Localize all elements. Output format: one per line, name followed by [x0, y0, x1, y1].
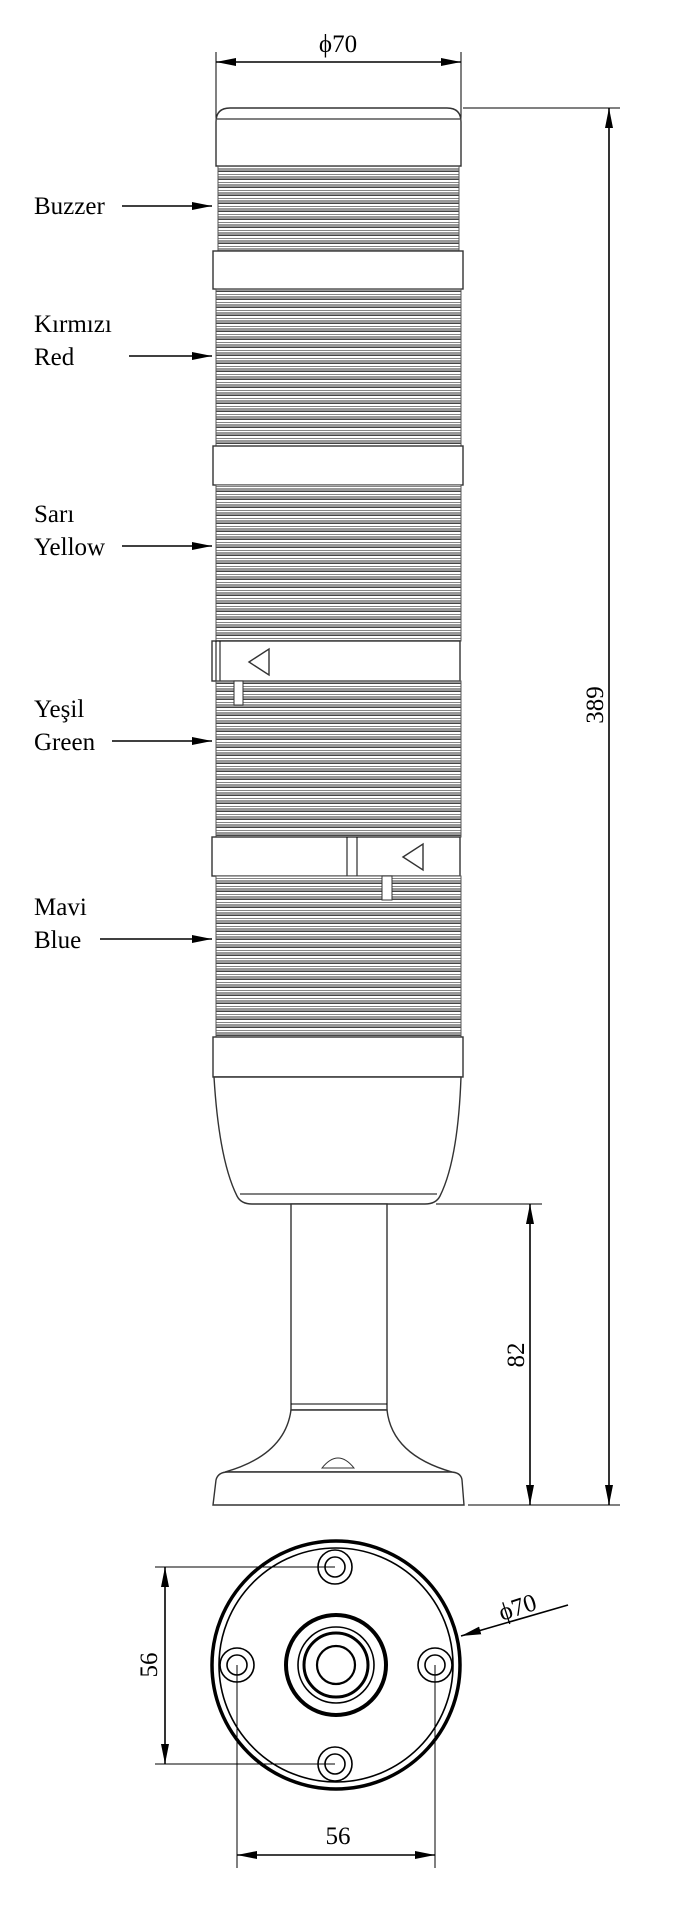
label-yellow-en: Yellow	[34, 534, 105, 561]
triangle-mark-icon	[401, 842, 424, 872]
base-diameter-dimension: ϕ70	[460, 1589, 569, 1637]
yellow-module-ribs	[215, 484, 462, 642]
buzzer-cap	[215, 107, 462, 167]
label-green-en: Green	[34, 729, 96, 756]
total-height-label: 389	[582, 686, 609, 724]
stem-height-dimension: 82	[436, 1203, 542, 1505]
ring-3	[211, 640, 461, 682]
ring-5	[212, 1036, 464, 1078]
label-blue-tr: Mavi	[34, 894, 87, 921]
base-diameter-label: ϕ70	[495, 1589, 540, 1626]
red-module-ribs	[215, 288, 462, 447]
label-yellow-tr: Sarı	[34, 501, 74, 528]
stem-pole	[290, 1203, 388, 1411]
module-labels: Buzzer Kırmızı Red Sarı Yellow Yeşil Gre…	[34, 193, 212, 954]
bottom-view	[210, 1539, 462, 1791]
latch-1	[233, 680, 244, 706]
hole-spacing-horizontal-label: 56	[326, 1823, 351, 1850]
label-red-tr: Kırmızı	[34, 311, 112, 338]
label-blue-en: Blue	[34, 927, 81, 954]
label-red-en: Red	[34, 344, 75, 371]
tower-body	[211, 107, 465, 1506]
base-housing	[213, 1076, 462, 1205]
top-diameter-dimension: ϕ70	[215, 31, 462, 150]
top-diameter-label: ϕ70	[319, 31, 357, 58]
stem-height-label: 82	[503, 1343, 530, 1368]
buzzer-ribs	[217, 165, 460, 252]
base-plate	[212, 1471, 465, 1506]
hole-spacing-vertical-label: 56	[136, 1653, 163, 1678]
label-green-tr: Yeşil	[34, 696, 84, 723]
hole-spacing-vertical-dimension: 56	[136, 1566, 335, 1765]
ring-2	[212, 445, 464, 486]
label-buzzer: Buzzer	[34, 193, 105, 220]
triangle-mark-icon	[247, 647, 270, 677]
ring-1	[212, 250, 464, 290]
blue-module-ribs	[215, 875, 462, 1038]
hole-spacing-horizontal-dimension: 56	[236, 1665, 436, 1868]
latch-2	[381, 875, 393, 901]
total-height-dimension: 389	[463, 107, 620, 1506]
green-module-ribs	[215, 680, 462, 838]
